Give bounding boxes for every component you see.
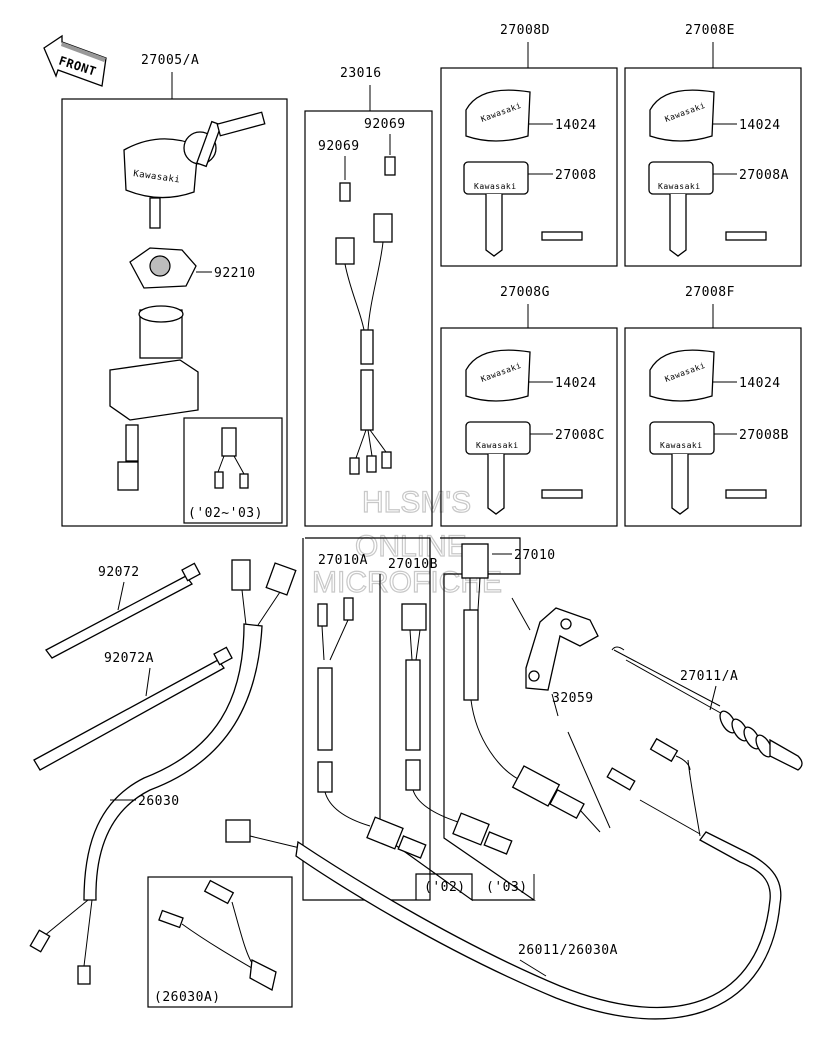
front-arrow-icon: FRONT: [43, 34, 107, 87]
key-box-27008e: 27008E Kawasaki 14024 Kawasaki 27008A: [624, 23, 802, 267]
label-14024-d: 14024: [739, 376, 781, 391]
harness-23016-group: 23016 92069 92069: [304, 66, 433, 527]
watermark: HLSM'S ONLINE MICROFICHE: [311, 485, 502, 599]
label-27008c: 27008C: [555, 428, 605, 443]
harness-26030-group: 26030: [29, 559, 297, 985]
label-02-03: ('02~'03): [188, 506, 263, 521]
watermark-line-2: ONLINE: [355, 530, 467, 563]
label-27010b: 27010B: [388, 557, 438, 572]
key-box-27008d: 27008D Kawasaki 14024 Kawasaki 27008: [440, 23, 618, 267]
label-27010a: 27010A: [318, 553, 368, 568]
label-27008b: 27008B: [739, 428, 789, 443]
key-box-27008g: 27008G Kawasaki 14024 Kawasaki 27008C: [440, 285, 618, 527]
key-brand-7: Kawasaki: [476, 441, 519, 450]
harness-23016-box: [304, 110, 433, 527]
spring-icon: [719, 710, 773, 758]
cable-ties-group: 92072 92072A: [33, 562, 233, 771]
ignition-switch-group: 27005/A Kawasaki 92210 ('02~'03): [61, 53, 288, 527]
label-02: ('02): [424, 880, 466, 895]
variant-box-02-03: [183, 417, 283, 524]
label-14024-a: 14024: [555, 118, 597, 133]
label-26030a: (26030A): [154, 990, 221, 1005]
label-26030: 26030: [138, 794, 180, 809]
watermark-line-1: HLSM'S: [362, 486, 471, 519]
label-27011a: 27011/A: [680, 669, 738, 684]
label-27008f: 27008F: [685, 285, 735, 300]
ignition-switch-box: [61, 98, 288, 527]
label-23016: 23016: [340, 66, 382, 81]
label-27008: 27008: [555, 168, 597, 183]
label-92069-a: 92069: [364, 117, 406, 132]
bracket-32059-group: 32059: [511, 597, 611, 829]
key-box-27008f: 27008F Kawasaki 14024 Kawasaki 27008B: [624, 285, 802, 527]
label-32059: 32059: [552, 691, 594, 706]
switch-27010-group: 27010A 27010B ('02) ('03) 27010: [302, 537, 601, 902]
label-27008e: 27008E: [685, 23, 735, 38]
label-14024-b: 14024: [739, 118, 781, 133]
label-27010: 27010: [514, 548, 556, 563]
label-92072: 92072: [98, 565, 140, 580]
harness-26011-group: 26011/26030A: [225, 737, 782, 1020]
label-26011-26030a: 26011/26030A: [518, 943, 618, 958]
label-92072a: 92072A: [104, 651, 154, 666]
label-27008a: 27008A: [739, 168, 789, 183]
label-27008d: 27008D: [500, 23, 550, 38]
label-92069-b: 92069: [318, 139, 360, 154]
label-03: ('03): [486, 880, 528, 895]
label-92210: 92210: [214, 266, 256, 281]
key-brand-5: Kawasaki: [658, 182, 701, 191]
label-14024-c: 14024: [555, 376, 597, 391]
key-brand-3: Kawasaki: [474, 182, 517, 191]
label-27005a: 27005/A: [141, 53, 199, 68]
key-brand-9: Kawasaki: [660, 441, 703, 450]
switch-27011a-group: 27011/A: [611, 646, 803, 771]
variant-box-26030a: (26030A): [147, 876, 293, 1008]
label-27008g: 27008G: [500, 285, 550, 300]
